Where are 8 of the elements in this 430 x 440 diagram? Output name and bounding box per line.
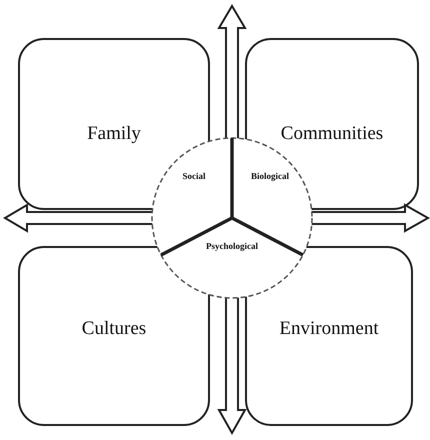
box-label: Family [87,123,141,145]
box-label: Cultures [82,318,146,340]
sector-label: Social [181,171,206,181]
sector-label: Biological [250,171,290,181]
box-label: Environment [279,318,379,340]
rounded-box [18,38,210,210]
box-label: Communities [280,123,384,145]
sector-label: Psychological [205,241,259,251]
